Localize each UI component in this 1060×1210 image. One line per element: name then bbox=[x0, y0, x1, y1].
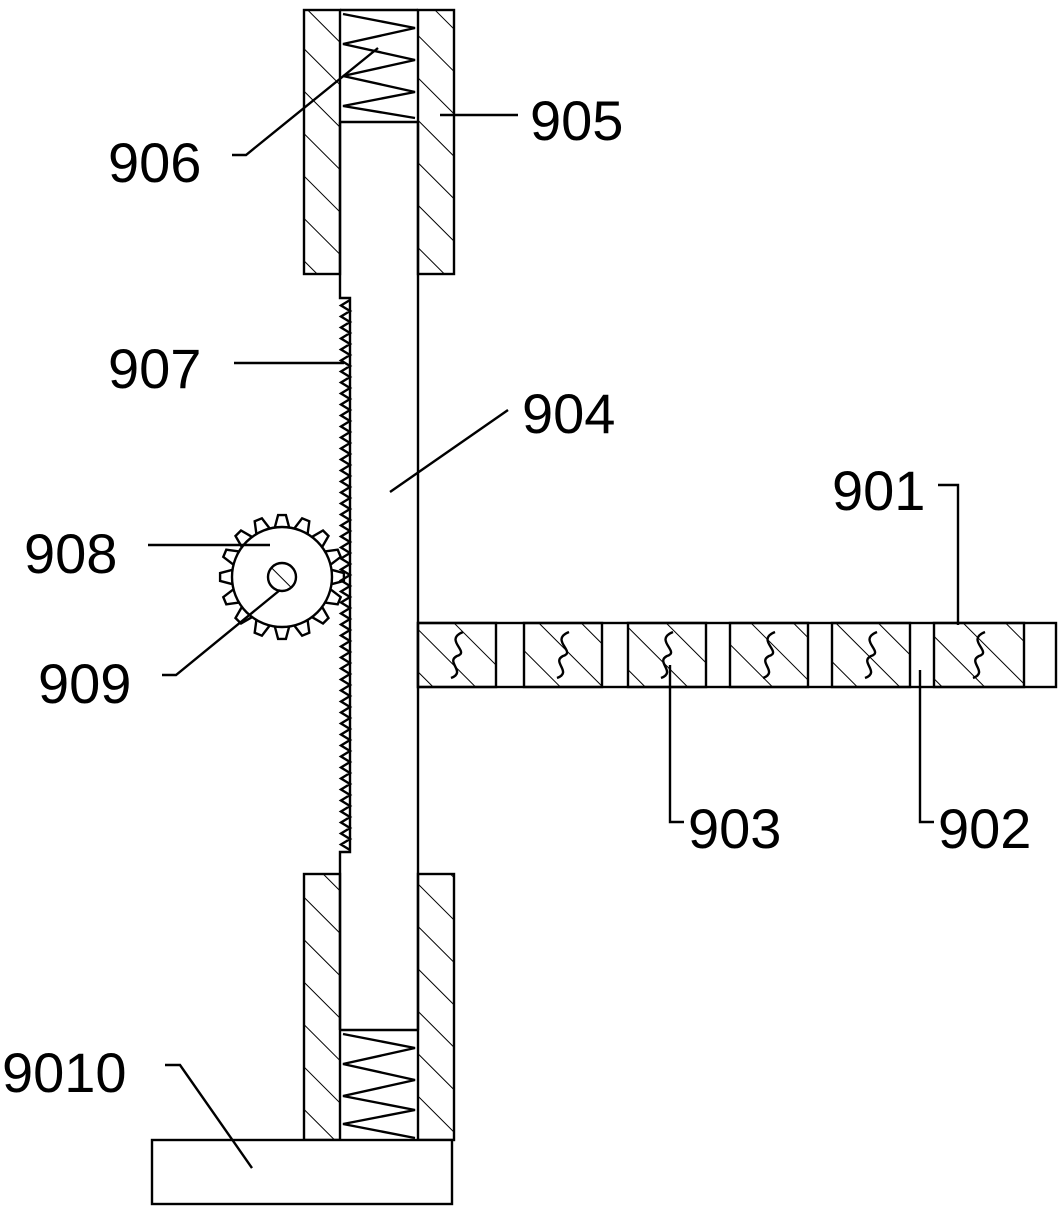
label-902: 902 bbox=[938, 797, 1031, 860]
arm-block bbox=[522, 621, 604, 689]
label-903: 903 bbox=[688, 797, 781, 860]
spring-s bbox=[450, 630, 464, 680]
spring-s bbox=[660, 630, 674, 680]
horizontal-arm bbox=[416, 621, 1058, 689]
rack-teeth bbox=[338, 298, 353, 852]
spring-s bbox=[556, 630, 570, 680]
gear-shaft bbox=[266, 561, 298, 593]
spring-s bbox=[972, 630, 986, 680]
label-901: 901 bbox=[832, 459, 925, 522]
lower-spring bbox=[342, 1032, 416, 1140]
spring-s bbox=[864, 630, 878, 680]
label-909: 909 bbox=[38, 652, 131, 715]
label-908: 908 bbox=[24, 522, 117, 585]
leader-lines bbox=[148, 47, 960, 1169]
label-907: 907 bbox=[108, 337, 201, 400]
label-905: 905 bbox=[530, 89, 623, 152]
lower-sleeve bbox=[302, 872, 456, 1142]
upper-spring bbox=[342, 12, 416, 120]
label-906: 906 bbox=[108, 131, 201, 194]
label-904: 904 bbox=[522, 382, 615, 445]
upper-sleeve bbox=[302, 8, 456, 276]
base-plate bbox=[150, 1138, 454, 1206]
spring-s bbox=[762, 630, 776, 680]
rack-bar bbox=[338, 122, 420, 1030]
label-9010: 9010 bbox=[2, 1041, 127, 1104]
